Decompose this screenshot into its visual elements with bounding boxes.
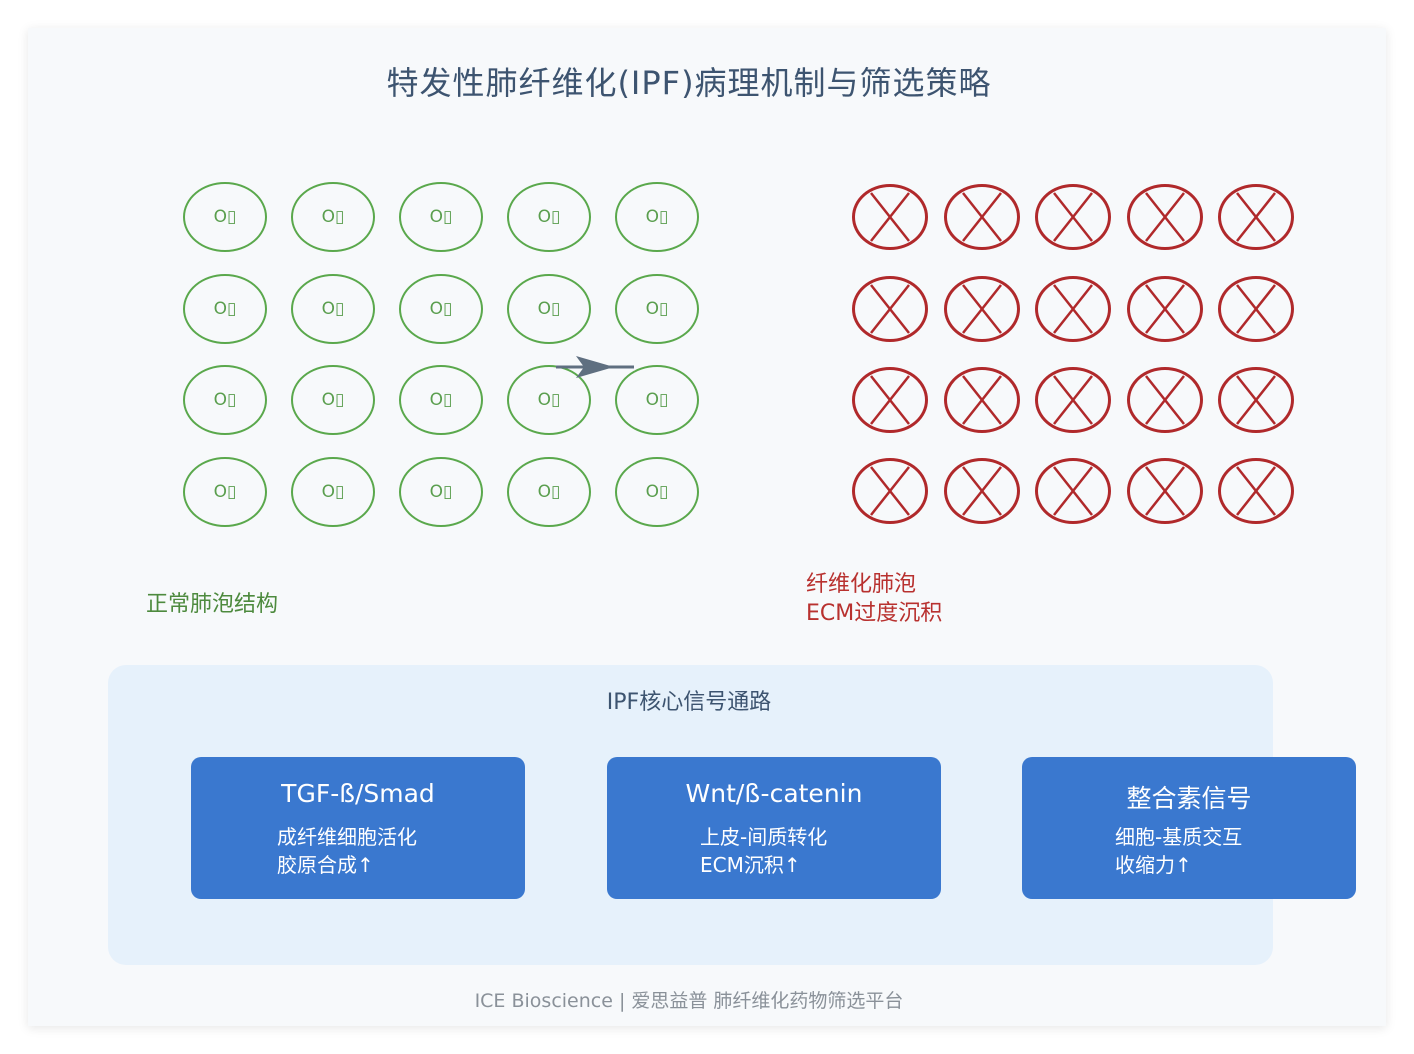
cross-mark-icon xyxy=(1053,192,1093,242)
pathway-desc-line2: 胶原合成↑ xyxy=(277,853,374,877)
cross-mark-icon xyxy=(1145,284,1185,334)
fibrotic-alveolus xyxy=(1218,276,1294,342)
fibrotic-alveolus xyxy=(944,184,1020,250)
pathway-desc-line2: ECM沉积↑ xyxy=(700,853,801,877)
fibrotic-alveolus xyxy=(1218,184,1294,250)
healthy-alveolus: O▯ xyxy=(507,274,591,344)
fibrotic-alveolus xyxy=(852,276,928,342)
fibrotic-alveolus xyxy=(1127,367,1203,433)
progression-arrow-icon xyxy=(556,356,634,378)
healthy-alveolus: O▯ xyxy=(615,274,699,344)
healthy-alveolus: O▯ xyxy=(183,182,267,252)
pathway-panel-title: IPF核心信号通路 xyxy=(606,690,772,715)
pathway-desc-line1: 细胞-基质交互 xyxy=(1115,825,1243,849)
healthy-alveolus: O▯ xyxy=(615,182,699,252)
pathway-description: 细胞-基质交互 收缩力↑ xyxy=(1115,823,1242,879)
pathway-box-integrin: 整合素信号 细胞-基质交互 收缩力↑ xyxy=(1022,757,1356,899)
cross-mark-icon xyxy=(1236,192,1276,242)
cross-mark-icon xyxy=(962,192,1002,242)
healthy-alveolus: O▯ xyxy=(291,274,375,344)
healthy-alveolus: O▯ xyxy=(183,457,267,527)
cross-mark-icon xyxy=(1145,192,1185,242)
cross-mark-icon xyxy=(1053,284,1093,334)
healthy-label: 正常肺泡结构 xyxy=(146,592,279,617)
cross-mark-icon xyxy=(1053,375,1093,425)
cross-mark-icon xyxy=(1236,375,1276,425)
healthy-alveolus: O▯ xyxy=(399,182,483,252)
pathway-desc-line1: 上皮-间质转化 xyxy=(700,825,828,849)
fibrotic-alveolus xyxy=(1035,276,1111,342)
fibrotic-label: 纤维化肺泡 ECM过度沉积 xyxy=(806,570,942,628)
fibrotic-alveolus xyxy=(1035,458,1111,524)
cross-mark-icon xyxy=(962,284,1002,334)
fibrotic-alveolus xyxy=(1035,367,1111,433)
healthy-alveolus: O▯ xyxy=(291,457,375,527)
pathway-name: Wnt/ß-catenin xyxy=(685,779,863,808)
fibrotic-label-line2: ECM过度沉积 xyxy=(806,601,943,626)
pathway-box-wnt: Wnt/ß-catenin 上皮-间质转化 ECM沉积↑ xyxy=(607,757,941,899)
pathway-description: 成纤维细胞活化 胶原合成↑ xyxy=(277,823,417,879)
cross-mark-icon xyxy=(962,466,1002,516)
fibrotic-alveolus xyxy=(1127,276,1203,342)
pathway-description: 上皮-间质转化 ECM沉积↑ xyxy=(700,823,827,879)
fibrotic-alveolus xyxy=(944,367,1020,433)
fibrotic-alveolus xyxy=(1218,458,1294,524)
cross-mark-icon xyxy=(870,375,910,425)
healthy-alveolus: O▯ xyxy=(507,182,591,252)
diagram-title: 特发性肺纤维化(IPF)病理机制与筛选策略 xyxy=(386,64,992,102)
fibrotic-alveolus xyxy=(944,276,1020,342)
cross-mark-icon xyxy=(870,466,910,516)
fibrotic-alveolus xyxy=(1035,184,1111,250)
fibrotic-alveolus xyxy=(852,458,928,524)
fibrotic-alveolus xyxy=(944,458,1020,524)
fibrotic-alveolus xyxy=(852,184,928,250)
pathway-desc-line1: 成纤维细胞活化 xyxy=(277,825,417,849)
healthy-alveolus: O▯ xyxy=(291,182,375,252)
cross-mark-icon xyxy=(870,192,910,242)
healthy-alveolus: O▯ xyxy=(615,457,699,527)
footer-credit: ICE Bioscience | 爱思益普 肺纤维化药物筛选平台 xyxy=(474,990,904,1012)
fibrotic-alveolus xyxy=(1127,458,1203,524)
pathway-desc-line2: 收缩力↑ xyxy=(1115,853,1192,877)
healthy-alveolus: O▯ xyxy=(291,365,375,435)
fibrotic-alveolus xyxy=(1127,184,1203,250)
healthy-alveolus: O▯ xyxy=(507,365,591,435)
healthy-alveolus: O▯ xyxy=(183,365,267,435)
fibrotic-alveolus xyxy=(1218,367,1294,433)
healthy-alveolus: O▯ xyxy=(399,365,483,435)
healthy-alveolus: O▯ xyxy=(399,457,483,527)
cross-mark-icon xyxy=(870,284,910,334)
pathway-name: 整合素信号 xyxy=(1126,784,1252,813)
cross-mark-icon xyxy=(1236,284,1276,334)
pathway-name: TGF-ß/Smad xyxy=(281,779,435,808)
cross-mark-icon xyxy=(962,375,1002,425)
healthy-alveolus: O▯ xyxy=(399,274,483,344)
pathway-box-tgf: TGF-ß/Smad 成纤维细胞活化 胶原合成↑ xyxy=(191,757,525,899)
fibrotic-label-line1: 纤维化肺泡 xyxy=(806,572,917,597)
healthy-alveolus: O▯ xyxy=(183,274,267,344)
cross-mark-icon xyxy=(1145,375,1185,425)
cross-mark-icon xyxy=(1236,466,1276,516)
cross-mark-icon xyxy=(1145,466,1185,516)
healthy-alveolus: O▯ xyxy=(507,457,591,527)
healthy-alveolus: O▯ xyxy=(615,365,699,435)
fibrotic-alveolus xyxy=(852,367,928,433)
cross-mark-icon xyxy=(1053,466,1093,516)
